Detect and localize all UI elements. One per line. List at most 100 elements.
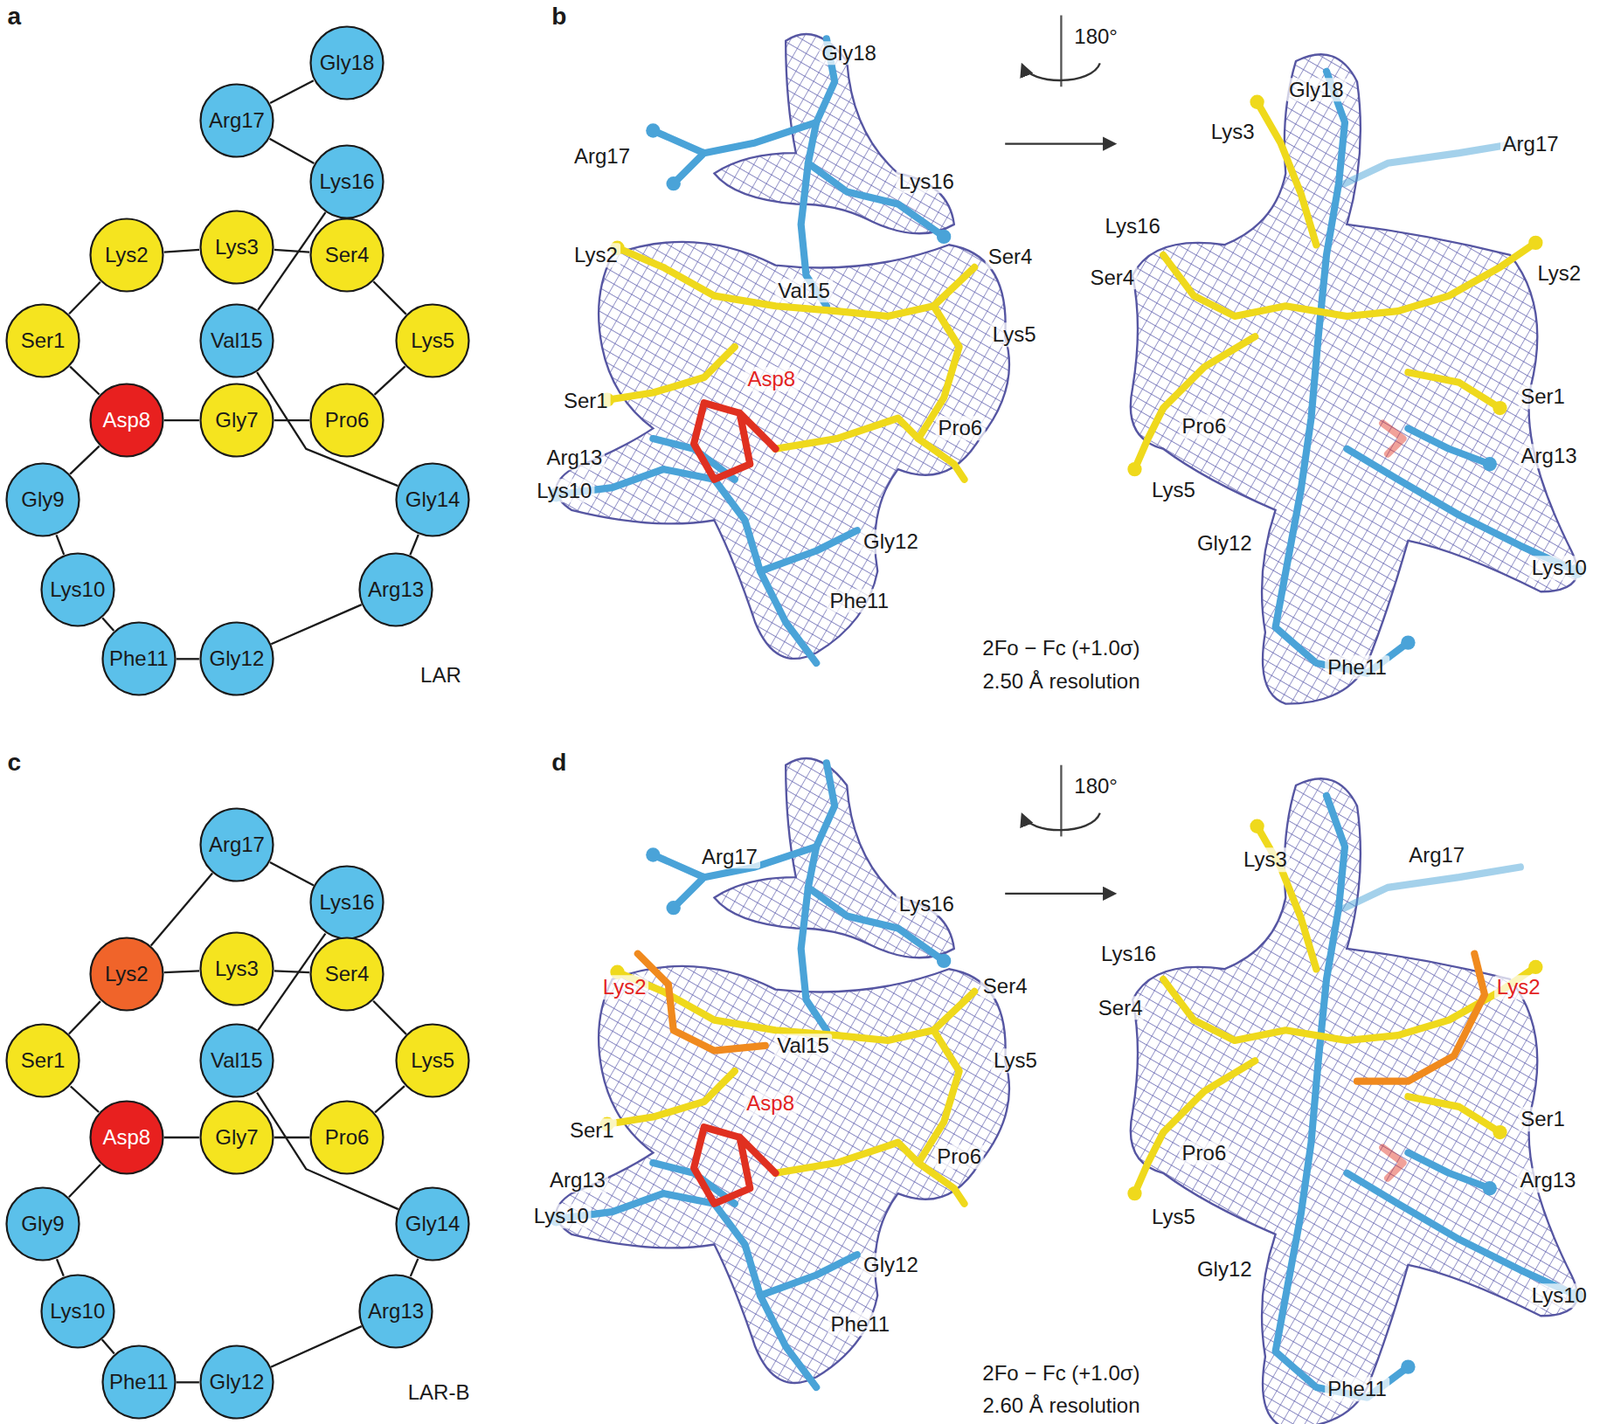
panel-letter: d [548, 748, 569, 777]
circle-shape [200, 1101, 273, 1175]
figure-label: LAR-B [405, 1380, 473, 1406]
bond-line [374, 1086, 405, 1113]
figure-label: Lys10 [1529, 1283, 1590, 1309]
circle-shape [396, 464, 470, 537]
residue-name: Gly18 [319, 50, 375, 76]
residue-name: Asp8 [102, 408, 151, 433]
figure-label: Asp8 [744, 367, 798, 393]
circle-shape [6, 464, 80, 537]
circle-shape [102, 623, 175, 696]
figure-label: 180° [1071, 775, 1121, 800]
bond-line [69, 446, 99, 475]
residue-circle: Lys10 [40, 552, 116, 628]
figure-label: Arg13 [547, 1168, 609, 1193]
bond-line [373, 1001, 407, 1035]
residue-circle: Ser1 [5, 1023, 81, 1099]
figure-label: Phe11 [1324, 1378, 1390, 1403]
bond-line [409, 534, 418, 555]
figure-label: Pro6 [1179, 1141, 1230, 1166]
figure-label: Lys16 [896, 892, 957, 917]
figure-label: Phe11 [826, 588, 892, 614]
bond-line [373, 281, 406, 314]
figure-label: Arg13 [1516, 1168, 1579, 1193]
bond-line [69, 1001, 101, 1034]
bond-line [102, 617, 114, 631]
residue-name: Arg17 [208, 108, 265, 133]
residue-name: Ser4 [325, 242, 370, 268]
residue-circle: Lys2 [89, 936, 165, 1012]
panel-letter: a [5, 2, 25, 31]
figure-label: Arg17 [1406, 843, 1468, 868]
bond-line [56, 534, 65, 555]
figure-label: Ser4 [980, 974, 1031, 999]
circle-shape [311, 384, 384, 458]
figure-label: Lys5 [1149, 477, 1199, 503]
residue-name: Arg13 [367, 577, 424, 603]
residue-name: Gly14 [405, 1212, 461, 1237]
residue-circle: Pro6 [309, 382, 385, 458]
circle-shape [41, 553, 114, 626]
bond-line [270, 1326, 362, 1368]
circle-shape [6, 1025, 80, 1098]
figure-label: Lys3 [1208, 119, 1258, 145]
figure-label: Lys16 [1102, 214, 1164, 239]
residue-circle: Gly14 [394, 1186, 471, 1262]
circle-shape [311, 27, 384, 100]
figure-label: Asp8 [743, 1092, 797, 1117]
circle-shape [311, 145, 384, 218]
residue-circle: Lys10 [40, 1274, 116, 1350]
residue-name: Lys5 [410, 1048, 455, 1074]
bond-line [102, 1339, 115, 1354]
circle-shape [200, 933, 273, 1006]
figure-label: Val15 [774, 1033, 832, 1059]
stick [1357, 954, 1485, 1082]
residue-circle: Lys5 [394, 1023, 471, 1099]
bond-line [164, 1136, 200, 1139]
residue-circle: Lys5 [394, 303, 471, 379]
figure-label: Phe11 [828, 1312, 894, 1337]
figure-label: Val15 [775, 278, 833, 304]
residue-name: Arg17 [208, 832, 265, 858]
residue-name: Val15 [210, 1048, 264, 1074]
bond-line [270, 604, 361, 645]
bond-line [164, 419, 200, 422]
residue-circle: Arg13 [358, 1274, 434, 1350]
residue-name: Lys2 [104, 962, 149, 987]
figure-label: Pro6 [934, 1144, 984, 1170]
circle-shape [200, 623, 273, 696]
bond-line [274, 970, 310, 973]
figure-label: Ser1 [567, 1118, 617, 1143]
residue-circle: Lys16 [309, 144, 385, 220]
residue-circle: Asp8 [89, 1100, 165, 1176]
figure-label: Lys2 [1534, 261, 1584, 286]
circle-shape [396, 1188, 470, 1261]
figure-label: Lys3 [1240, 848, 1290, 873]
residue-circle: Lys3 [199, 209, 275, 285]
figure-label: Arg17 [699, 845, 761, 870]
residue-name: Lys2 [104, 242, 149, 268]
figure-label: Gly18 [818, 41, 880, 66]
residue-name: Lys3 [214, 956, 259, 982]
residue-name: Gly12 [209, 1370, 265, 1395]
stick [637, 954, 766, 1052]
figure-label: LAR [417, 663, 465, 688]
residue-circle: Asp8 [89, 382, 165, 458]
circle-shape [360, 1274, 433, 1348]
figure-label: Lys2 [1494, 976, 1544, 1001]
figure-label: Lys10 [1529, 556, 1590, 582]
circle-shape [396, 304, 470, 378]
circle-shape [311, 938, 384, 1012]
figure-label: Lys10 [533, 478, 595, 504]
figure-label: Lys5 [990, 1049, 1040, 1074]
figure-label: Pro6 [1179, 414, 1230, 439]
residue-name: Lys10 [49, 577, 105, 603]
circle-shape [200, 210, 273, 284]
residue-name: Gly14 [405, 487, 461, 513]
figure-label: Lys2 [571, 242, 621, 268]
circle-shape [200, 384, 273, 458]
bond-line [256, 1093, 399, 1211]
figure-label: Gly12 [1194, 532, 1255, 557]
bond-line [274, 419, 310, 422]
residue-name: Gly12 [209, 646, 265, 672]
figure-label: Arg13 [543, 446, 605, 471]
